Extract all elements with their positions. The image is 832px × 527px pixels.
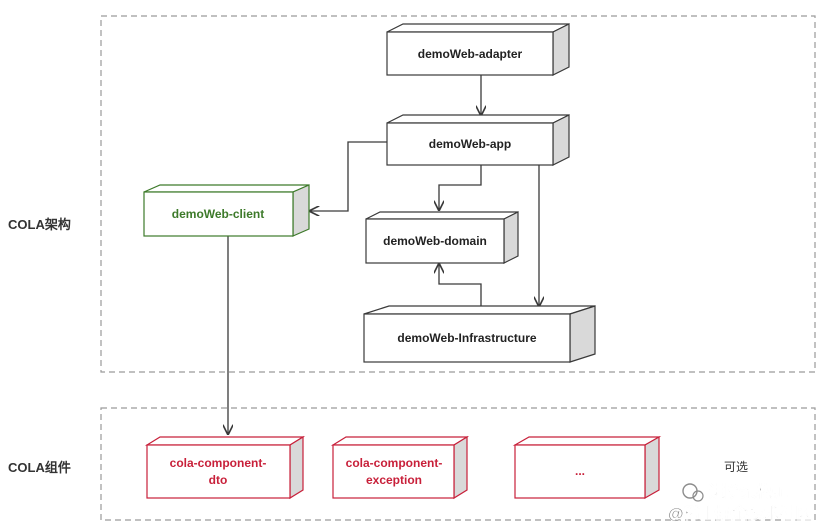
component-exception-node: cola-component- exception (330, 435, 470, 500)
wechat-icon-small (692, 490, 704, 502)
component-more-label: ... (575, 464, 585, 478)
app-to-client-arrow (310, 141, 387, 211)
components-section-frame (100, 407, 816, 521)
watermark-line1: 进阶架构师 (709, 482, 789, 501)
infrastructure-label: demoWeb-Infrastructure (397, 331, 536, 345)
watermark-line2: @稀土掘金技术社区 (668, 504, 812, 523)
component-dto-node: cola-component- dto (144, 435, 306, 500)
architecture-section-frame (100, 15, 816, 373)
watermark: 进阶架构师 @稀土掘金技术社区 (668, 482, 812, 524)
client-label: demoWeb-client (172, 207, 264, 221)
domain-node: demoWeb-domain (365, 211, 519, 264)
infrastructure-node: demoWeb-Infrastructure (363, 305, 596, 363)
infrastructure-to-domain-arrow (439, 264, 482, 306)
domain-label: demoWeb-domain (383, 234, 487, 248)
optional-label: 可选 (724, 460, 748, 474)
component-exception-label-line2: exception (366, 473, 422, 487)
component-more-node: ... (512, 435, 662, 500)
architecture-section-label: COLA架构 (8, 217, 71, 232)
wechat-icon (682, 483, 698, 499)
component-dto-label-line2: dto (209, 473, 228, 487)
component-exception-label-line1: cola-component- (346, 456, 443, 470)
adapter-label: demoWeb-adapter (418, 47, 523, 61)
adapter-node: demoWeb-adapter (386, 23, 570, 76)
app-to-domain-arrow (439, 165, 482, 210)
app-node: demoWeb-app (386, 114, 570, 166)
components-section-label: COLA组件 (8, 460, 71, 475)
component-dto-label-line1: cola-component- (170, 456, 267, 470)
client-node: demoWeb-client (143, 184, 310, 237)
app-label: demoWeb-app (429, 137, 511, 151)
